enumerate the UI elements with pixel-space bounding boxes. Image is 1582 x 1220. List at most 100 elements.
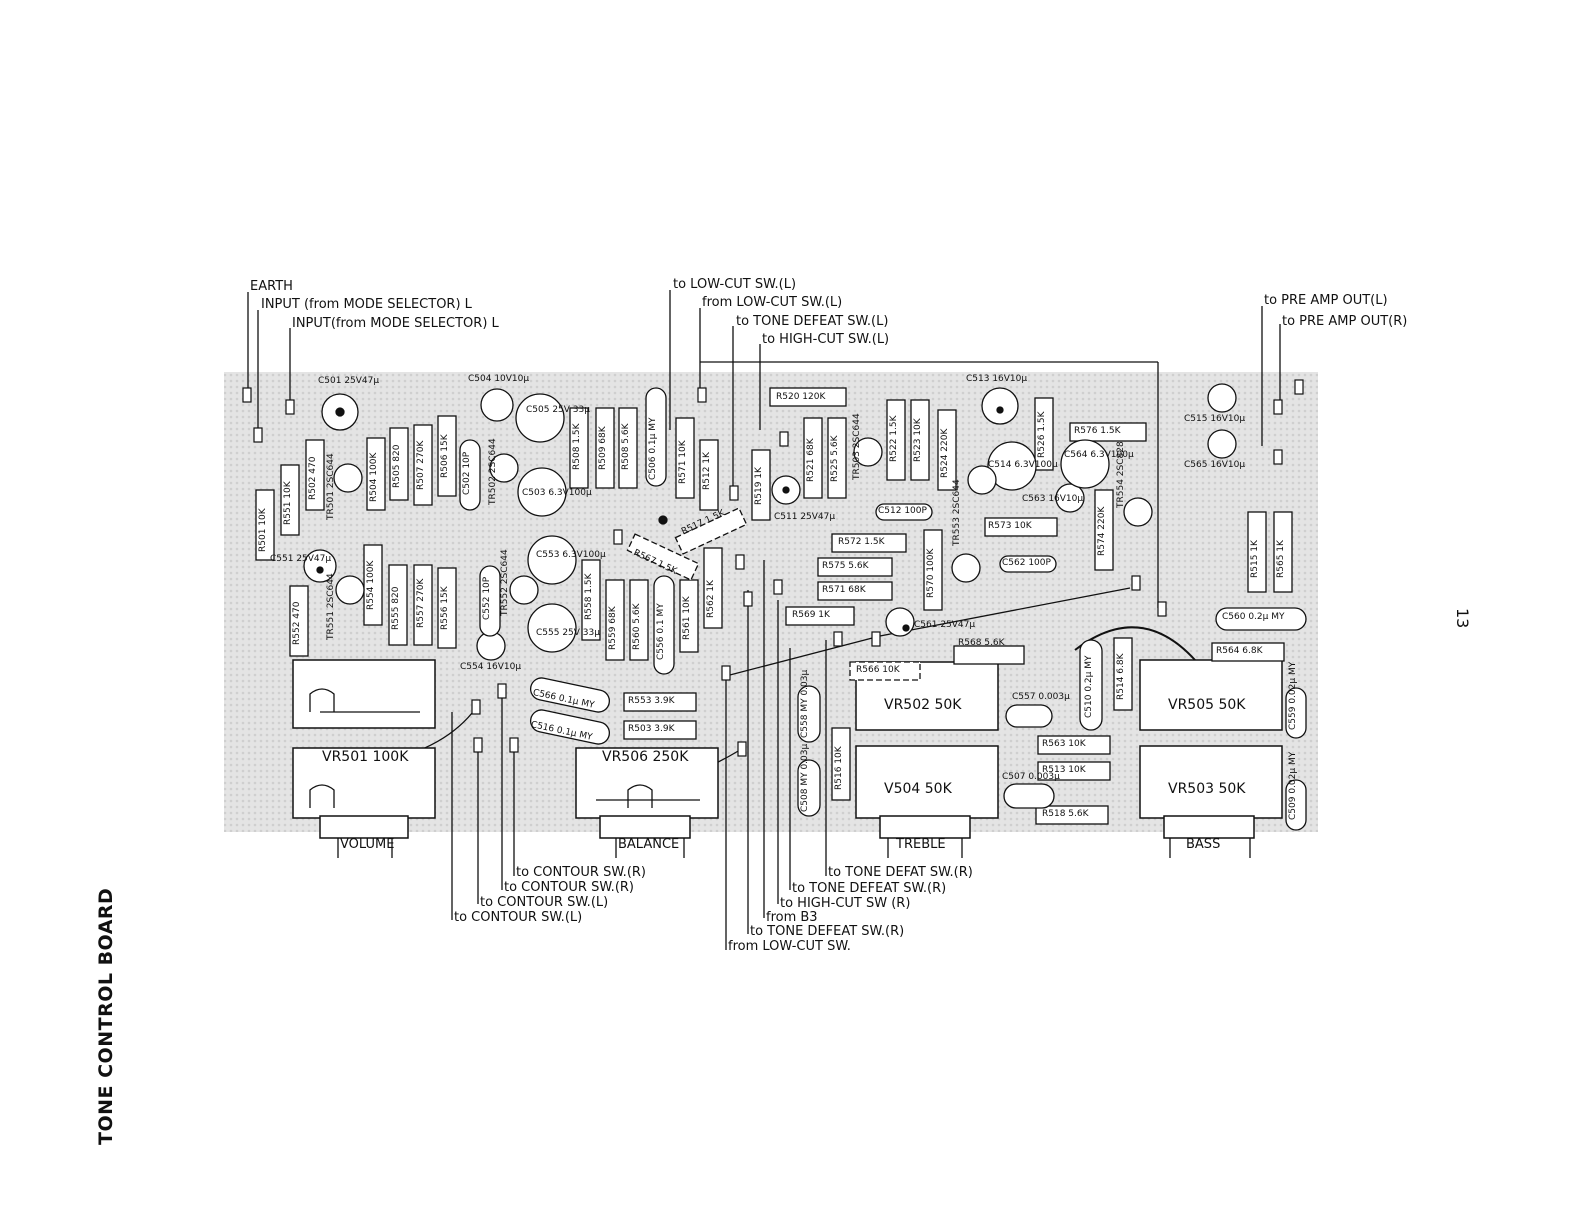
component-label: R576 1.5K <box>1074 426 1121 436</box>
bass-label: BASS <box>1186 837 1221 852</box>
component-label: C515 16V10μ <box>1184 414 1246 424</box>
vr503-label: VR503 50K <box>1168 781 1246 797</box>
component-label: C510 0.2μ MY <box>1084 655 1094 719</box>
component-label: C557 0.003μ <box>1012 692 1070 702</box>
component-label: C555 25V 33μ <box>536 628 600 638</box>
vr505-body <box>1139 659 1283 731</box>
contour-r-label-2: to CONTOUR SW.(R) <box>504 880 634 895</box>
input-label-1: INPUT (from MODE SELECTOR) L <box>261 297 472 312</box>
earth-label: EARTH <box>250 279 293 294</box>
component-label: R561 10K <box>682 596 692 640</box>
component-label: R553 3.9K <box>628 696 675 706</box>
component-label: R522 1.5K <box>889 415 899 462</box>
input-label-2: INPUT(from MODE SELECTOR) L <box>292 316 499 331</box>
component-label: TR553 2SC644 <box>952 479 962 546</box>
component-label: R562 1K <box>706 580 716 618</box>
vr501-label: VR501 100K <box>322 749 409 765</box>
high-cut-r-label: to HIGH-CUT SW (R) <box>780 896 911 911</box>
v504-body <box>855 745 999 819</box>
tone-defeat-r-label-1: to TONE DEFEAT SW.(R) <box>792 881 947 896</box>
component-label: R564 6.8K <box>1216 646 1263 656</box>
treble-label: TREBLE <box>896 837 946 852</box>
component-label: R512 1K <box>702 452 712 490</box>
component-label: R557 270K <box>416 578 426 628</box>
component-label: TR551 2SC644 <box>326 573 336 640</box>
component-label: R569 1K <box>792 610 830 620</box>
component-label: R520 120K <box>776 392 826 402</box>
component-label: R565 1K <box>1276 540 1286 578</box>
component-label: TR501 2SC644 <box>326 453 336 520</box>
component-label: C562 100P <box>1002 558 1051 568</box>
component-label: C513 16V10μ <box>966 374 1028 384</box>
component-label: R570 100K <box>926 548 936 598</box>
contour-l-label-2: to CONTOUR SW.(L) <box>454 910 583 925</box>
component-label: C502 10P <box>462 451 472 495</box>
contour-r-label-1: to CONTOUR SW.(R) <box>516 865 646 880</box>
component-label: C561 25V47μ <box>914 620 976 630</box>
vr505-label: VR505 50K <box>1168 697 1246 713</box>
pre-amp-l-label: to PRE AMP OUT(L) <box>1264 293 1388 308</box>
component-label: R521 68K <box>806 438 816 482</box>
component-label: R524 220K <box>940 428 950 478</box>
component-label: R525 5.6K <box>830 435 840 482</box>
page-number: 13 <box>1453 608 1472 629</box>
from-b3-label: from B3 <box>766 910 818 925</box>
component-label: R514 6.8K <box>1116 653 1126 700</box>
vr506-body <box>575 747 719 819</box>
vr503-body <box>1139 745 1283 819</box>
volume-shaft <box>319 815 409 839</box>
component-label: C564 6.3V100μ <box>1064 450 1134 460</box>
component-label: R574 220K <box>1097 506 1107 556</box>
component-label: R519 1K <box>754 467 764 505</box>
component-label: C560 0.2μ MY <box>1222 612 1285 622</box>
component-label: R513 10K <box>1042 765 1086 775</box>
component-label: R552 470 <box>292 601 302 645</box>
vr506-label: VR506 250K <box>602 749 689 765</box>
volume-label: VOLUME <box>340 837 395 852</box>
component-label: R501 10K <box>258 508 268 552</box>
component-label: TR503 2SC644 <box>852 413 862 480</box>
component-label: R526 1.5K <box>1037 411 1047 458</box>
contour-l-label-1: to CONTOUR SW.(L) <box>480 895 609 910</box>
component-label: C554 16V10μ <box>460 662 522 672</box>
component-label: C565 16V10μ <box>1184 460 1246 470</box>
component-label: R568 5.6K <box>958 638 1005 648</box>
component-label: R509 68K <box>598 426 608 470</box>
component-label: C505 25V 33μ <box>526 405 590 415</box>
component-label: R571 10K <box>678 440 688 484</box>
high-cut-label: to HIGH-CUT SW.(L) <box>762 332 890 347</box>
tone-defat-r-label: to TONE DEFAT SW.(R) <box>828 865 973 880</box>
component-label: C508 MY 0.03μ <box>800 743 810 812</box>
component-label: C504 10V10μ <box>468 374 530 384</box>
low-cut-from-label: from LOW-CUT SW.(L) <box>702 295 843 310</box>
bass-shaft <box>1163 815 1255 839</box>
component-label: C553 6.3V100μ <box>536 550 606 560</box>
component-label: R554 100K <box>366 560 376 610</box>
component-label: R515 1K <box>1250 540 1260 578</box>
component-label: C559 0.02μ MY <box>1288 661 1298 730</box>
component-label: R571 68K <box>822 585 866 595</box>
component-label: R523 10K <box>913 418 923 462</box>
component-label: C556 0.1 MY <box>656 603 666 660</box>
component-label: C501 25V47μ <box>318 376 380 386</box>
component-label: R507 270K <box>416 440 426 490</box>
tone-defeat-label: to TONE DEFEAT SW.(L) <box>736 314 889 329</box>
component-label: R556 15K <box>440 586 450 630</box>
component-label: C507 0.003μ <box>1002 772 1060 782</box>
component-label: R573 10K <box>988 521 1032 531</box>
balance-label: BALANCE <box>618 837 680 852</box>
vr501-body-upper <box>292 659 436 729</box>
component-label: C506 0.1μ MY <box>648 417 658 481</box>
vr501-body-lower <box>292 747 436 819</box>
balance-shaft <box>599 815 691 839</box>
component-label: C514 6.3V100μ <box>988 460 1058 470</box>
component-label: R575 5.6K <box>822 561 869 571</box>
component-label: C551 25V47μ <box>270 554 332 564</box>
component-label: R558 1.5K <box>584 573 594 620</box>
component-label: R502 470 <box>308 456 318 500</box>
component-label: R559 68K <box>608 606 618 650</box>
tone-defeat-r-label-2: to TONE DEFEAT SW.(R) <box>750 924 905 939</box>
component-label: TR552 2SC644 <box>500 549 510 616</box>
component-label: R560 5.6K <box>632 603 642 650</box>
